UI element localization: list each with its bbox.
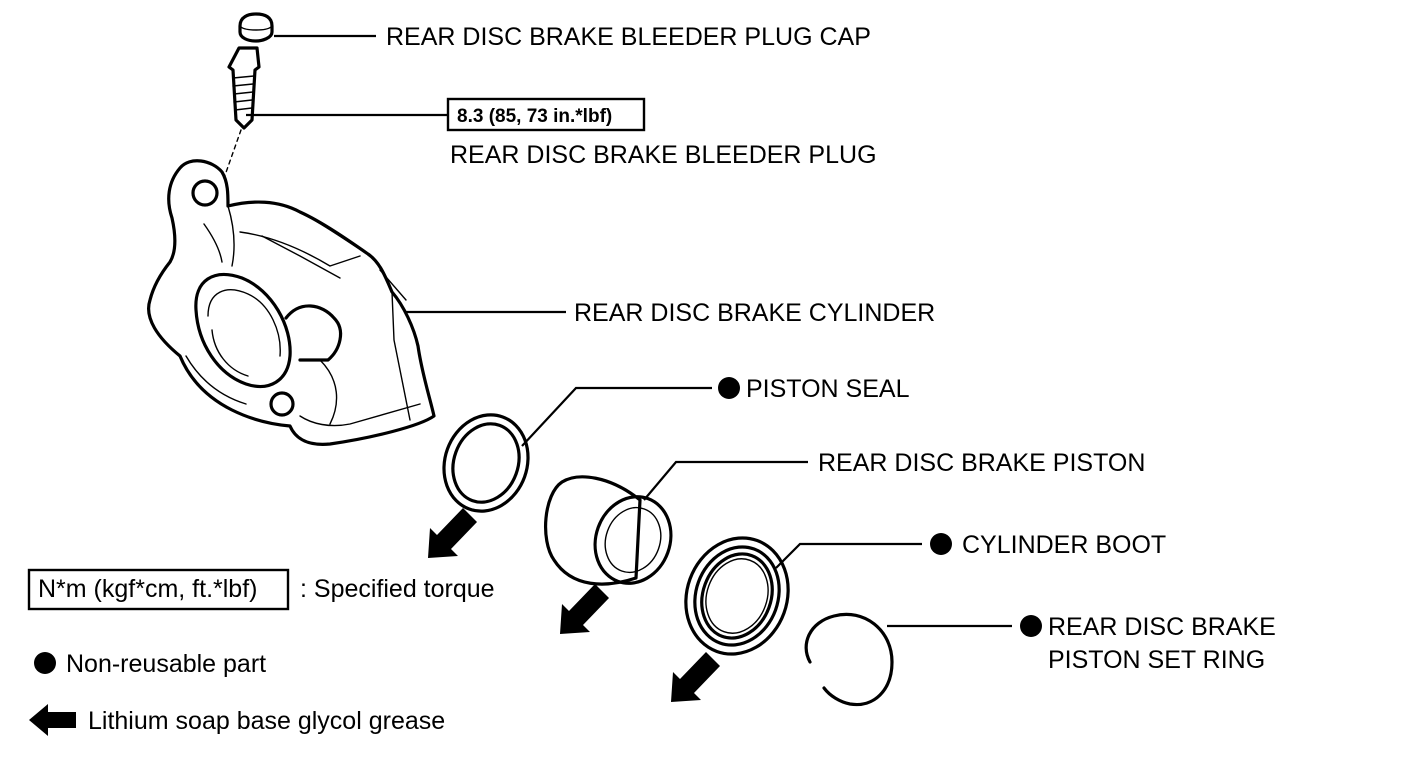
piston-grease-arrow	[560, 584, 609, 634]
piston-set-ring-label-line1: REAR DISC BRAKE	[1048, 613, 1276, 641]
bleeder-plug-torque-box	[446, 97, 646, 132]
bleeder-plug-label: REAR DISC BRAKE BLEEDER PLUG	[450, 141, 877, 169]
legend-torque-box	[27, 568, 290, 611]
legend-non-reusable-dot	[34, 652, 56, 674]
piston-seal-non-reusable-dot	[718, 377, 740, 399]
brake-cylinder-label: REAR DISC BRAKE CYLINDER	[574, 299, 935, 327]
brake-cylinder-drawing	[147, 159, 566, 446]
bleeder-plug-cap-label: REAR DISC BRAKE BLEEDER PLUG CAP	[386, 23, 871, 51]
piston-set-ring-label-line2: PISTON SET RING	[1048, 646, 1265, 674]
legend: N*m (kgf*cm, ft.*lbf) : Specified torque…	[27, 568, 495, 736]
bleeder-plug-drawing	[223, 46, 448, 179]
cylinder-boot-grease-arrow	[671, 652, 720, 702]
legend-torque-text: : Specified torque	[300, 575, 495, 603]
bleeder-plug-cap-drawing	[238, 12, 376, 43]
cylinder-boot-label: CYLINDER BOOT	[962, 531, 1166, 559]
cylinder-boot-drawing	[671, 536, 922, 702]
legend-grease-text: Lithium soap base glycol grease	[88, 707, 445, 735]
piston-seal-grease-arrow	[428, 508, 477, 558]
piston-set-ring-drawing	[804, 612, 1012, 707]
piston-drawing	[543, 460, 808, 634]
piston-seal-label: PISTON SEAL	[746, 375, 910, 403]
legend-torque-unit: N*m (kgf*cm, ft.*lbf)	[38, 575, 257, 603]
legend-grease-arrow	[29, 704, 76, 736]
piston-label: REAR DISC BRAKE PISTON	[818, 449, 1145, 477]
cylinder-boot-non-reusable-dot	[930, 533, 952, 555]
legend-non-reusable-text: Non-reusable part	[66, 650, 266, 678]
piston-set-ring-non-reusable-dot	[1020, 615, 1042, 637]
bleeder-plug-torque-value: 8.3 (85, 73 in.*lbf)	[457, 106, 612, 127]
piston-seal-drawing	[428, 386, 712, 558]
